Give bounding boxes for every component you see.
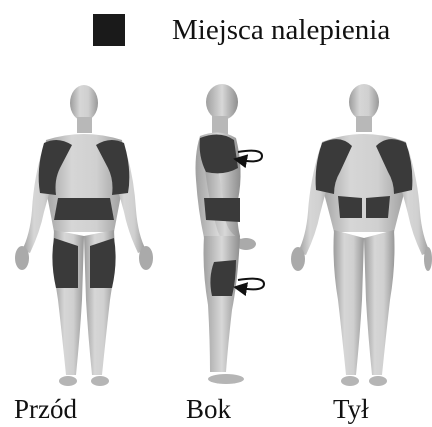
view-label-side: Bok bbox=[186, 394, 231, 425]
front-patch-thigh-right bbox=[52, 238, 78, 288]
view-label-front: Przód bbox=[14, 394, 77, 425]
back-leg-right bbox=[334, 230, 365, 375]
side-head bbox=[206, 84, 238, 120]
back-figure bbox=[291, 84, 432, 386]
side-patch-abdomen bbox=[204, 198, 240, 222]
side-patch-thigh bbox=[210, 260, 236, 296]
front-figure bbox=[15, 85, 153, 386]
back-patch-lower-back-left bbox=[366, 196, 390, 218]
rotation-arrow-icon bbox=[238, 151, 262, 162]
back-leg-left bbox=[364, 230, 395, 375]
rotation-arrow-icon bbox=[238, 279, 264, 290]
side-leg bbox=[204, 236, 241, 372]
back-patch-lower-back-right bbox=[338, 196, 362, 218]
front-patch-abdomen bbox=[54, 198, 114, 220]
view-label-back: Tył bbox=[333, 394, 369, 425]
front-patch-thigh-left bbox=[90, 238, 116, 288]
side-patch-shoulder bbox=[200, 134, 238, 173]
side-figure bbox=[196, 84, 265, 384]
front-head bbox=[70, 85, 98, 121]
back-head bbox=[349, 84, 379, 120]
